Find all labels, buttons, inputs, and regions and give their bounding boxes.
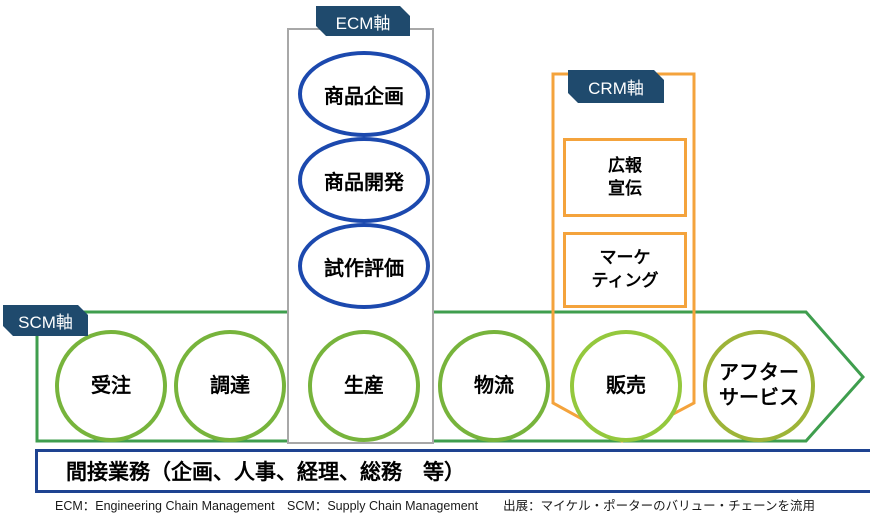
crm-box-pr: 広報 宣伝	[563, 138, 687, 217]
indirect-work-label: 間接業務（企画、人事、経理、総務 等）	[66, 461, 465, 484]
ecm-ellipse-label: 試作評価	[324, 257, 404, 280]
ecm-ellipse-label: 商品開発	[324, 171, 404, 194]
scm-axis-label: SCM軸	[3, 305, 88, 336]
ecm-ellipse-product-development: 商品開発	[298, 137, 430, 223]
ecm-ellipse-prototype-evaluation: 試作評価	[298, 223, 430, 309]
scm-circle-sales: 販売	[570, 330, 682, 442]
indirect-work-bar: 間接業務（企画、人事、経理、総務 等）	[35, 449, 870, 493]
scm-circle-label: 物流	[474, 374, 514, 397]
scm-circle-procurement: 調達	[174, 330, 286, 442]
scm-circle-label: 販売	[606, 374, 646, 397]
crm-box-marketing: マーケ ティング	[563, 232, 687, 308]
crm-axis-label: CRM軸	[568, 70, 664, 103]
ecm-ellipse-label: 商品企画	[324, 85, 404, 108]
crm-axis-label-text: CRM軸	[588, 79, 644, 98]
scm-circle-production: 生産	[308, 330, 420, 442]
scm-circle-label: 受注	[91, 374, 131, 397]
scm-circle-label: 調達	[210, 374, 250, 397]
ecm-ellipse-product-planning: 商品企画	[298, 51, 430, 137]
scm-after-service-line1: アフター	[719, 362, 799, 384]
crm-box-pr-line2: 宣伝	[608, 178, 642, 198]
scm-axis-label-text: SCM軸	[18, 313, 73, 332]
scm-circle-label: 生産	[344, 374, 384, 397]
scm-circle-logistics: 物流	[438, 330, 550, 442]
ecm-axis-label-text: ECM軸	[335, 13, 391, 33]
footnote: ECM：Engineering Chain Management SCM：Sup…	[54, 499, 815, 513]
crm-box-marketing-line1: マーケ	[599, 248, 651, 268]
ecm-axis-label: ECM軸	[316, 6, 410, 36]
scm-circle-order: 受注	[55, 330, 167, 442]
scm-after-service-line2: サービス	[719, 387, 799, 409]
crm-box-pr-line1: 広報	[608, 155, 642, 175]
crm-box-marketing-line2: ティング	[591, 271, 659, 290]
scm-circle-after-service: アフター サービス	[703, 330, 815, 442]
